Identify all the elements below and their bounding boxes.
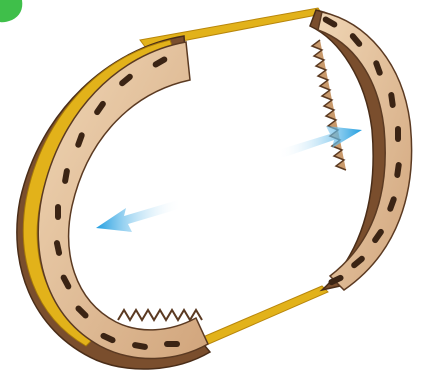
slot-hole (395, 126, 401, 142)
left-curved-gear-segment (17, 36, 210, 369)
arrow-right-icon (278, 126, 362, 158)
slot-hole (164, 341, 180, 347)
arrow-left-icon (96, 200, 182, 232)
green-corner-badge (0, 0, 22, 22)
slot-hole (55, 204, 61, 220)
right-curved-gear-segment (310, 10, 412, 290)
